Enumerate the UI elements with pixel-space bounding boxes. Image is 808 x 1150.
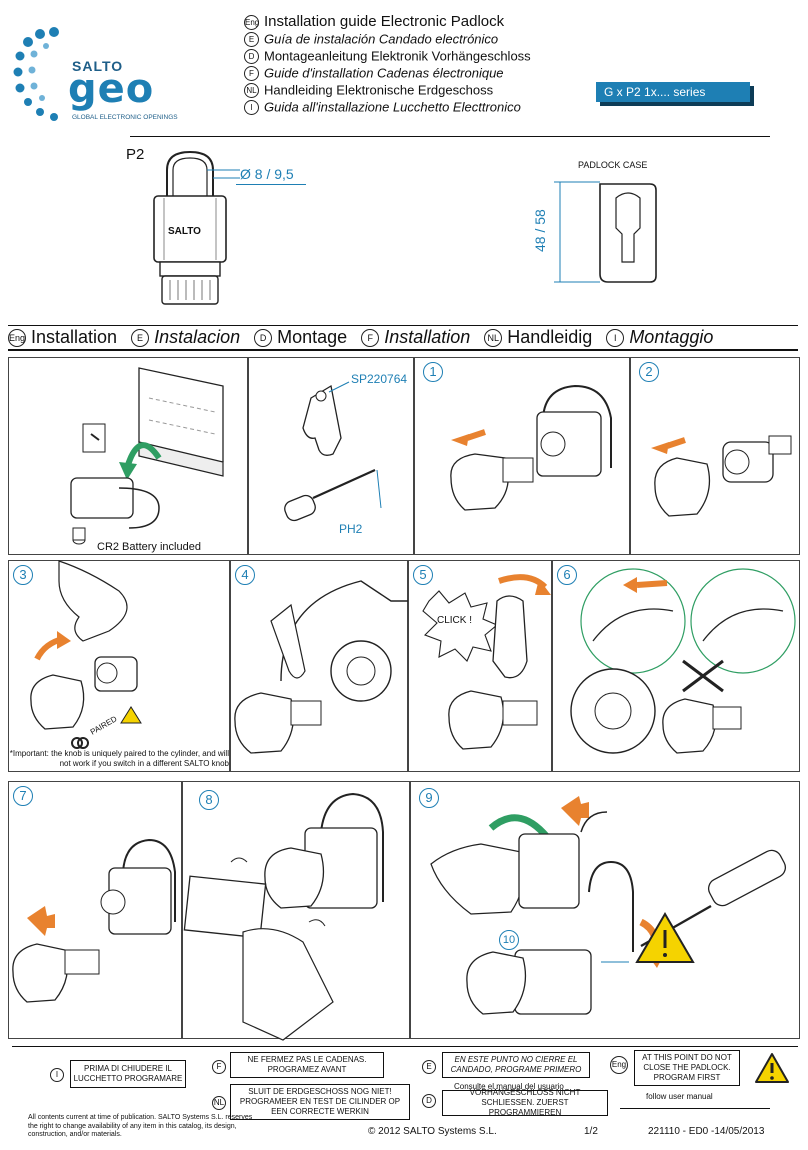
footer-lang-nl: NL <box>212 1096 226 1110</box>
panel-tools: SP220764 PH2 <box>248 357 414 555</box>
footer-note-it: PRIMA DI CHIUDERE IL LUCCHETTO PROGRAMAR… <box>70 1060 186 1088</box>
footer-bottom-divider <box>620 1108 770 1109</box>
warning-icon <box>755 1053 789 1083</box>
step-5-drawing <box>422 574 551 750</box>
step-number-9: 9 <box>419 788 439 808</box>
panel-step-9-10: 9 10 <box>410 781 800 1039</box>
step-number-3: 3 <box>13 565 33 585</box>
step-8-drawing <box>183 792 384 1041</box>
panel-step-2: 2 <box>630 357 800 555</box>
step-number-2: 2 <box>639 362 659 382</box>
body-logo-label: SALTO <box>168 226 201 237</box>
panel-step-6: 6 <box>552 560 800 772</box>
step-9-10-drawing <box>430 796 787 1015</box>
panel-step-5: 5 CLICK ! <box>408 560 552 772</box>
step-3-drawing <box>30 560 142 749</box>
tools-drawing <box>284 381 382 522</box>
step-6-drawing <box>570 568 796 754</box>
footer-lang-en: Eng <box>610 1056 628 1074</box>
footer-copyright: © 2012 SALTO Systems S.L. <box>368 1126 497 1137</box>
header-divider <box>130 136 770 137</box>
panel-step-8: 8 <box>182 781 410 1041</box>
footer-lang-it: I <box>50 1068 64 1082</box>
panel-box-contents: CR2 Battery included <box>8 357 248 555</box>
step-1-drawing <box>450 384 612 511</box>
logo-swirl-icon <box>13 27 59 121</box>
box-contents-drawing <box>70 367 224 545</box>
padlock-spec-drawing <box>153 150 240 305</box>
footer-doc-code: 221110 - ED0 -14/05/2013 <box>648 1126 765 1137</box>
footer-top-divider <box>12 1046 798 1047</box>
series-badge: G x P2 1x.... series <box>596 82 750 102</box>
footer-page-number: 1/2 <box>584 1126 598 1137</box>
logo-geo-text: GEO <box>68 66 155 112</box>
footer-note-de: VORHÄNGESCHLOSS NICHT SCHLIESSEN. ZUERST… <box>442 1088 608 1117</box>
panel-step-3: 3 PAIRED *Important: the knob is uniquel… <box>8 560 230 772</box>
step-number-10: 10 <box>499 930 519 950</box>
footer-note-en: AT THIS POINT DO NOT CLOSE THE PADLOCK. … <box>634 1050 740 1086</box>
footer-lang-fr: F <box>212 1060 226 1074</box>
step-2-drawing <box>651 435 792 517</box>
padlock-case-label: PADLOCK CASE <box>578 160 648 170</box>
footer-note-en-sub: follow user manual <box>646 1092 713 1101</box>
footer-note-es: EN ESTE PUNTO NO CIERRE EL CANDADO, PROG… <box>442 1052 590 1078</box>
step-number-1: 1 <box>423 362 443 382</box>
logo-salto-text: SALTO <box>72 58 124 74</box>
padlock-case-drawing <box>554 181 657 283</box>
logo-tagline: GLOBAL ELECTRONIC OPENINGS <box>72 114 178 121</box>
panel-step-4: 4 <box>230 560 409 772</box>
footer-disclaimer: All contents current at time of publicat… <box>28 1114 253 1138</box>
panel-step-7: 7 <box>8 781 182 1039</box>
screwdriver-label: PH2 <box>339 522 363 536</box>
footer-lang-de: D <box>422 1094 436 1108</box>
panel-step-1: 1 <box>414 357 630 555</box>
step-number-7: 7 <box>13 786 33 806</box>
step-number-4: 4 <box>235 565 255 585</box>
case-dims-label: 48 / 58 <box>532 209 548 252</box>
model-label: P2 <box>126 146 145 163</box>
footer-lang-es: E <box>422 1060 436 1074</box>
tool-part-label: SP220764 <box>351 372 408 386</box>
step-7-drawing <box>12 838 176 1003</box>
footer-note-nl: SLUIT DE ERDGESCHOSS NOG NIET! PROGRAMEE… <box>230 1084 410 1120</box>
step-number-6: 6 <box>557 565 577 585</box>
important-note: *Important: the knob is uniquely paired … <box>9 749 229 768</box>
battery-label: CR2 Battery included <box>97 541 201 553</box>
diameter-underline <box>236 184 306 185</box>
step-number-8: 8 <box>199 790 219 810</box>
logo: SALTO GEO GLOBAL ELECTRONIC OPENINGS <box>10 22 210 132</box>
click-label: CLICK ! <box>437 615 473 626</box>
diameter-label: Ø 8 / 9,5 <box>240 166 294 182</box>
footer-note-es-sub: Consulte el manual del usuario <box>454 1082 564 1091</box>
footer-note-fr: NE FERMEZ PAS LE CADENAS. PROGRAMEZ AVAN… <box>230 1052 384 1078</box>
step-number-5: 5 <box>413 565 433 585</box>
step-4-drawing <box>234 580 409 754</box>
